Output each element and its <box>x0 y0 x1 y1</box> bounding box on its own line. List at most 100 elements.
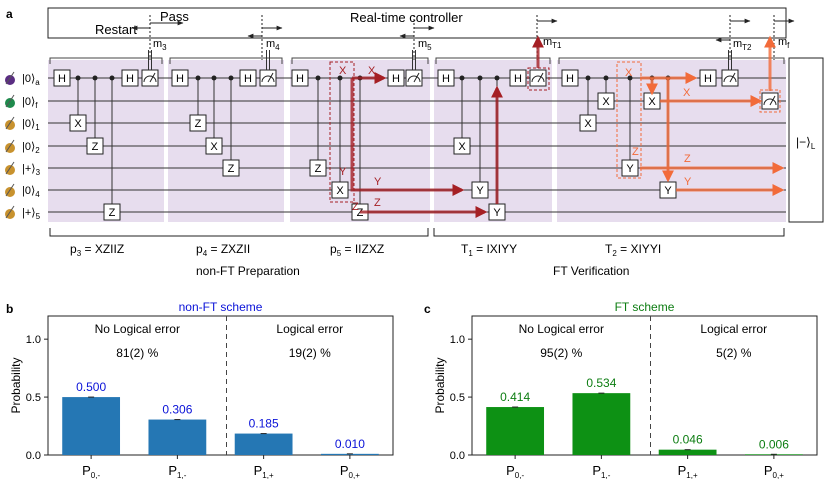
data-label: 0.010 <box>335 437 365 451</box>
gate-x-t2-f <box>597 92 615 110</box>
group-label: No Logical error <box>95 322 180 336</box>
pass-label: Pass <box>160 9 189 24</box>
gate-h-p3-end <box>121 69 139 87</box>
cnot-p3-3-dot <box>109 75 115 81</box>
error-label-z-2: Z <box>374 197 381 209</box>
error-label-z-4: Z <box>684 153 691 165</box>
gate-h-t1-start-label: H <box>442 73 450 85</box>
y-tick-label: 1.0 <box>26 334 41 346</box>
qubit-icon-axis <box>5 183 15 197</box>
gate-x-p4 <box>205 137 223 155</box>
gate-z-p4-b-label: Z <box>228 163 235 175</box>
label-m3: m3 <box>153 38 167 52</box>
meter-mT1-arc <box>531 75 545 83</box>
gate-z-p4-a <box>189 114 207 132</box>
cnot-p3-2-dot <box>92 75 98 81</box>
bar <box>234 433 293 455</box>
meter-m5 <box>405 69 423 87</box>
error-label-x-3: X <box>625 67 633 79</box>
gate-h-t1-end <box>509 69 527 87</box>
x-tick-label: P1,+ <box>254 463 274 480</box>
meter-mf-needle <box>769 95 776 106</box>
meter-m5-arc <box>407 75 421 83</box>
logical-output-box <box>788 57 824 223</box>
gate-h-p4-start <box>171 69 189 87</box>
data-label: 0.306 <box>162 403 192 417</box>
gate-h-t2-start-label: H <box>566 73 574 85</box>
gate-y-t2-a <box>621 159 639 177</box>
gate-h-t1-start <box>437 69 455 87</box>
data-label: 0.414 <box>500 390 530 404</box>
bar <box>62 397 121 455</box>
gate-h-p5-end-label: H <box>392 73 400 85</box>
gate-z-p4-a-label: Z <box>195 118 202 130</box>
y-tick-label: 0.5 <box>450 392 465 404</box>
qubit-label: |0⟩1 <box>22 118 40 132</box>
stabilizer-3: T1 = IXIYY <box>461 242 517 258</box>
prep-bracket <box>49 228 429 237</box>
meter-mf-arc <box>763 98 777 106</box>
cnot-p4-3-dot <box>228 75 234 81</box>
gate-x-t2-f-label: X <box>602 96 610 108</box>
qubit-0: |0⟩a <box>5 71 40 87</box>
cnot-t1-1-dot <box>459 75 465 81</box>
gate-h-t1-end-label: H <box>514 73 522 85</box>
x-tick-label: P1,- <box>168 463 186 480</box>
bar <box>658 449 717 455</box>
meter-mT2-arc <box>723 75 737 83</box>
meter-mT1-needle <box>537 72 544 83</box>
group-label: Logical error <box>700 322 767 336</box>
gate-h-t2-end <box>699 69 717 87</box>
panel-label-c: c <box>424 302 431 316</box>
section-bg-1 <box>168 60 284 222</box>
qubit-icon-axis <box>5 116 15 130</box>
y-axis-label: Probability <box>433 357 447 413</box>
gate-x-t2-a <box>579 114 597 132</box>
gate-x-p3-label: X <box>74 118 82 130</box>
cnot-t1-2-dot <box>477 75 483 81</box>
qubit-icon-axis <box>5 205 15 219</box>
error-label-x-2: X <box>368 65 376 77</box>
data-label: 0.185 <box>249 417 279 431</box>
measurement-labels: m3 m4 m5 mT1 mT2 mf <box>153 36 790 52</box>
qubit-6: |+⟩5 <box>5 205 41 221</box>
cnot-t2-2-dot <box>627 75 633 81</box>
qubit-2: |0⟩1 <box>5 116 40 132</box>
label-mT1: mT1 <box>543 36 562 50</box>
bar <box>148 419 207 455</box>
meter-mT2 <box>721 69 739 87</box>
label-m4: m4 <box>266 38 280 52</box>
y-tick-label: 0.0 <box>26 450 41 462</box>
group-percent: 5(2) % <box>716 346 752 360</box>
gate-z-p3-a-label: Z <box>92 141 99 153</box>
chart-title: non-FT scheme <box>179 300 263 314</box>
x-tick-label: P0,+ <box>340 463 360 480</box>
error-label-z-1: Z <box>352 201 359 213</box>
bar <box>320 453 379 455</box>
cnot-p5-1-dot <box>315 75 321 81</box>
qubit-label: |0⟩2 <box>22 141 40 155</box>
gate-z-p3-a <box>86 137 104 155</box>
gate-h-t2-end-label: H <box>704 73 712 85</box>
controller-title: Real-time controller <box>350 10 463 25</box>
section-bg-0 <box>48 60 164 222</box>
data-label: 0.046 <box>673 433 703 447</box>
group-label: No Logical error <box>519 322 604 336</box>
region-bracket-2 <box>291 57 429 64</box>
gate-h-p3-start-label: H <box>58 73 66 85</box>
panel-label-b: b <box>6 302 13 316</box>
y-tick-label: 0.0 <box>450 450 465 462</box>
meter-m3-arc <box>143 75 157 83</box>
label-m5: m5 <box>418 38 432 52</box>
error-box-t2 <box>616 61 642 179</box>
cnot-p5-2-dot <box>337 75 343 81</box>
error-label-z-3: Z <box>632 146 639 158</box>
meter-mT2-needle <box>729 72 736 83</box>
stabilizer-0: p3 = XZIIZ <box>70 242 124 258</box>
x-tick-label: P1,- <box>592 463 610 480</box>
region-bracket-1 <box>169 57 283 64</box>
gate-x-t1 <box>453 137 471 155</box>
